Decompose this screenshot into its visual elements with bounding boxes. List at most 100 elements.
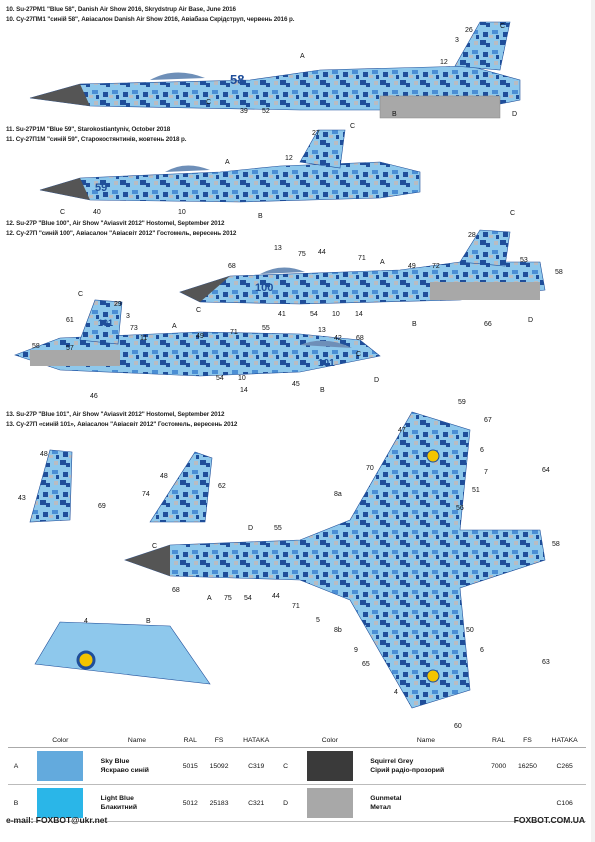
callout-12: 72 [432,263,440,270]
footer-website[interactable]: FOXBOT.COM.UA [513,815,585,825]
callout-10: A [300,53,305,60]
footer-email[interactable]: e-mail: FOXBOT@ukr.net [6,815,108,825]
callout-12: 14 [355,311,363,318]
caption-12-ua: 12. Су-27П "синій 100", Авіасалон "Авіас… [6,230,237,237]
color-letter: A [8,747,24,785]
callout-10: 3 [455,37,459,44]
callout-plan: 6 [480,447,484,454]
callout-13: 71 [230,329,238,336]
callout-11: B [258,213,263,220]
callout-10: 39 [240,108,248,115]
fs-code: 25183 [203,784,235,822]
ral-code [485,784,512,822]
callout-12: D [528,317,533,324]
number-10: 58 [230,72,244,87]
callout-11: A [225,159,230,166]
callout-13: 55 [262,325,270,332]
callout-plan: 58 [552,541,560,548]
callout-plan: 5 [316,617,320,624]
profile-11: 59 27 C 12 A C 40 10 B [39,123,421,220]
canopy-10 [150,72,205,80]
callout-13: D [374,377,379,384]
color-swatch-sky-blue [37,751,84,781]
color-name-en: Gunmetal [370,795,402,802]
header-hataka: HATAKA [234,733,278,748]
callout-11: 40 [93,209,101,216]
hataka-code: C106 [543,784,586,822]
callout-13: 29 [114,301,122,308]
fs-code [511,784,544,822]
callout-fin: 43 [18,495,26,502]
fs-code: 16250 [511,747,544,785]
header-fs: FS [511,733,544,748]
number-13-fin: 101 [98,318,113,328]
color-name-en: Sky Blue [100,758,130,765]
callout-plan: 8b [334,627,342,634]
fin-12 [459,229,511,267]
callout-13: 57 [66,345,74,352]
canopy-11 [165,165,210,172]
callout-12: 58 [555,269,563,276]
caption-11-ua: 11. Су-27П1М "синій 59", Старокостянтині… [6,136,187,143]
caption-10-en: 10. Su-27PM1 "Blue 58", Danish Air Show … [6,6,236,13]
header-name: Name [366,733,486,748]
callout-12: 54 [310,311,318,318]
callout-12: 10 [332,311,340,318]
callout-10: C [500,23,505,30]
header-color: Color [293,733,367,748]
callout-plan: 8a [334,491,342,498]
callout-plan: 56 [456,505,464,512]
fin-details: 48 43 69 74 62 48 [18,449,226,523]
ral-code: 5012 [177,784,204,822]
callout-wing: 4 [84,618,88,625]
header-ral: RAL [177,733,204,748]
callout-11: 12 [285,155,293,162]
engine-13 [30,350,120,366]
callout-12: C [510,210,515,217]
callout-11: 27 [312,130,320,137]
callout-plan: 4 [394,689,398,696]
callout-wing: B [146,618,151,625]
callout-plan: D [248,525,253,532]
callout-plan: 63 [542,659,550,666]
callout-plan: 7 [484,469,488,476]
ral-code: 5015 [177,747,204,785]
callout-13: 45 [292,381,300,388]
callout-plan: 51 [472,487,480,494]
callout-13: 49 [196,333,204,340]
profile-12: 100 C 28 13 75 44 71 A 49 72 53 68 58 C … [179,210,563,328]
caption-13-en: 13. Su-27P "Blue 101", Air Show "Aviasvi… [6,411,225,418]
color-letter: C [277,747,294,785]
callout-plan: 47 [398,427,406,434]
profile-10: 58 26 3 C A 12 C 39 52 B D [29,21,521,119]
callout-fin: 62 [218,483,226,490]
callout-13: 68 [356,335,364,342]
callout-13: 10 [238,375,246,382]
engine-10 [379,95,501,119]
color-name-ua: Блакитний [100,804,138,811]
callout-10: B [392,111,397,118]
callout-13: 3 [126,313,130,320]
fuselage-11 [39,161,421,203]
color-name-ua: Яскраво синій [100,767,149,774]
radome-12 [180,276,230,302]
callout-13: 46 [90,393,98,400]
callout-13: C [356,351,361,358]
callout-plan: C [152,543,157,550]
fin-11 [299,129,346,169]
callout-plan: 54 [244,595,252,602]
callout-plan: 50 [466,627,474,634]
color-swatch-squirrel-grey [306,751,353,781]
callout-13: 54 [216,375,224,382]
callout-11: C [60,209,65,216]
number-12: 100 [255,282,273,294]
callout-fin: 48 [40,451,48,458]
header-fs: FS [203,733,235,748]
callout-12: A [380,259,385,266]
color-name-ua: Сірий радіо-прозорий [370,767,445,774]
callout-12: 75 [298,251,306,258]
callout-10: D [512,111,517,118]
planform [124,411,546,709]
